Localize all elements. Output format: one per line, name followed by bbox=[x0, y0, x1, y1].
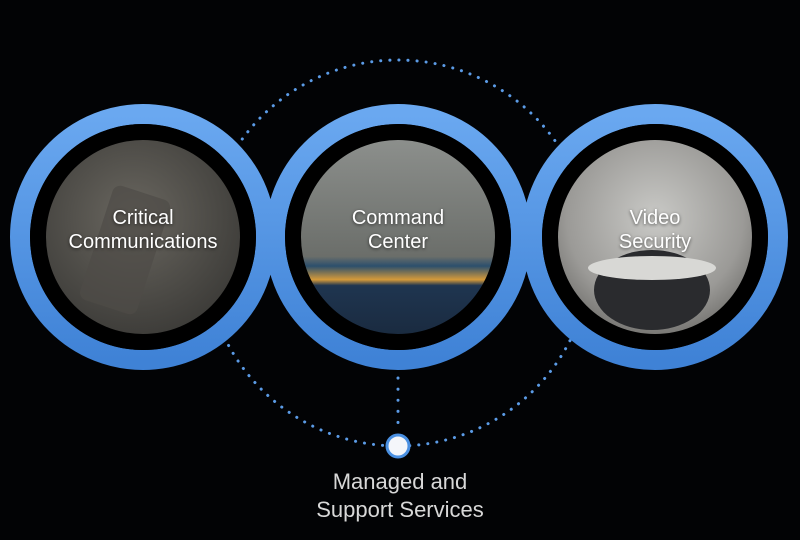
map-screen-photo bbox=[301, 140, 495, 334]
label-line: Communications bbox=[68, 231, 218, 253]
label-critical-communications: Critical Communications bbox=[33, 206, 253, 254]
label-video-security: Video Security bbox=[545, 206, 765, 254]
label-line: Video bbox=[629, 207, 681, 229]
pillar-command-center[interactable] bbox=[265, 104, 531, 370]
label-managed-support-services: Managed and Support Services bbox=[250, 468, 550, 524]
label-line: Managed and bbox=[332, 469, 468, 494]
label-line: Command bbox=[351, 207, 445, 229]
label-command-center: Command Center bbox=[288, 206, 508, 254]
label-line: Security bbox=[618, 231, 692, 253]
pillar-video-security[interactable] bbox=[522, 104, 788, 370]
label-line: Center bbox=[367, 231, 429, 253]
pillar-critical-communications[interactable] bbox=[10, 104, 276, 370]
label-line: Critical bbox=[112, 207, 174, 229]
hub-node[interactable] bbox=[385, 433, 411, 459]
label-line: Support Services bbox=[316, 497, 484, 522]
